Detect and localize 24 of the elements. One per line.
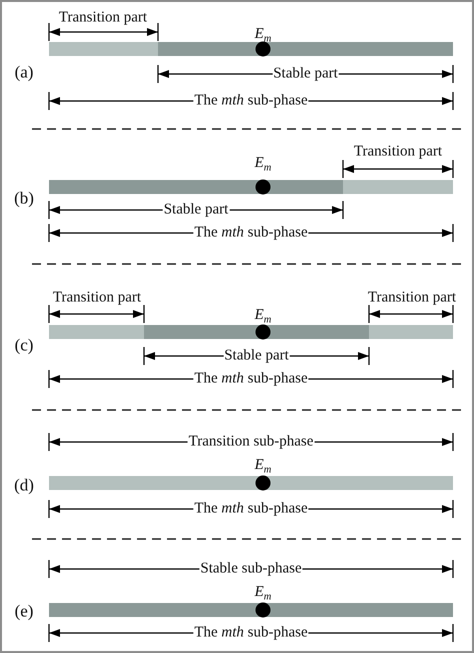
- dimension-label: Transition part: [52, 290, 142, 306]
- dimension-label: Stable part: [223, 348, 290, 364]
- dimension-label: Transition part: [366, 290, 458, 306]
- point-label: E$_{m}$: [254, 585, 272, 603]
- dimension-label: Stable part: [272, 66, 339, 82]
- dimension-label: Transition part: [58, 10, 148, 26]
- panel-label: (d): [13, 476, 35, 494]
- dimension-label: The mth sub-phase: [193, 502, 309, 516]
- panel-label: (e): [14, 602, 34, 620]
- dimension-label: The mth sub-phase: [193, 94, 309, 108]
- panel-label: (c): [14, 336, 34, 354]
- dimension-label: The mth sub-phase: [193, 372, 309, 386]
- dimension-label: Transition part: [352, 144, 444, 160]
- dimension-label: Transition sub-phase: [188, 434, 314, 450]
- panel-label: (b): [13, 190, 35, 206]
- panel-label: (a): [14, 64, 34, 80]
- point-label: E$_{m}$: [254, 308, 272, 326]
- point-label: E$_{m}$: [254, 27, 272, 45]
- dimension-label: Stable sub-phase: [199, 562, 303, 576]
- dimension-label: The mth sub-phase: [193, 226, 309, 240]
- point-label: E$_{m}$: [254, 156, 272, 174]
- dimension-label: The mth sub-phase: [193, 626, 309, 640]
- point-label: E$_{m}$: [254, 458, 272, 476]
- dimension-label: Stable part: [162, 202, 230, 218]
